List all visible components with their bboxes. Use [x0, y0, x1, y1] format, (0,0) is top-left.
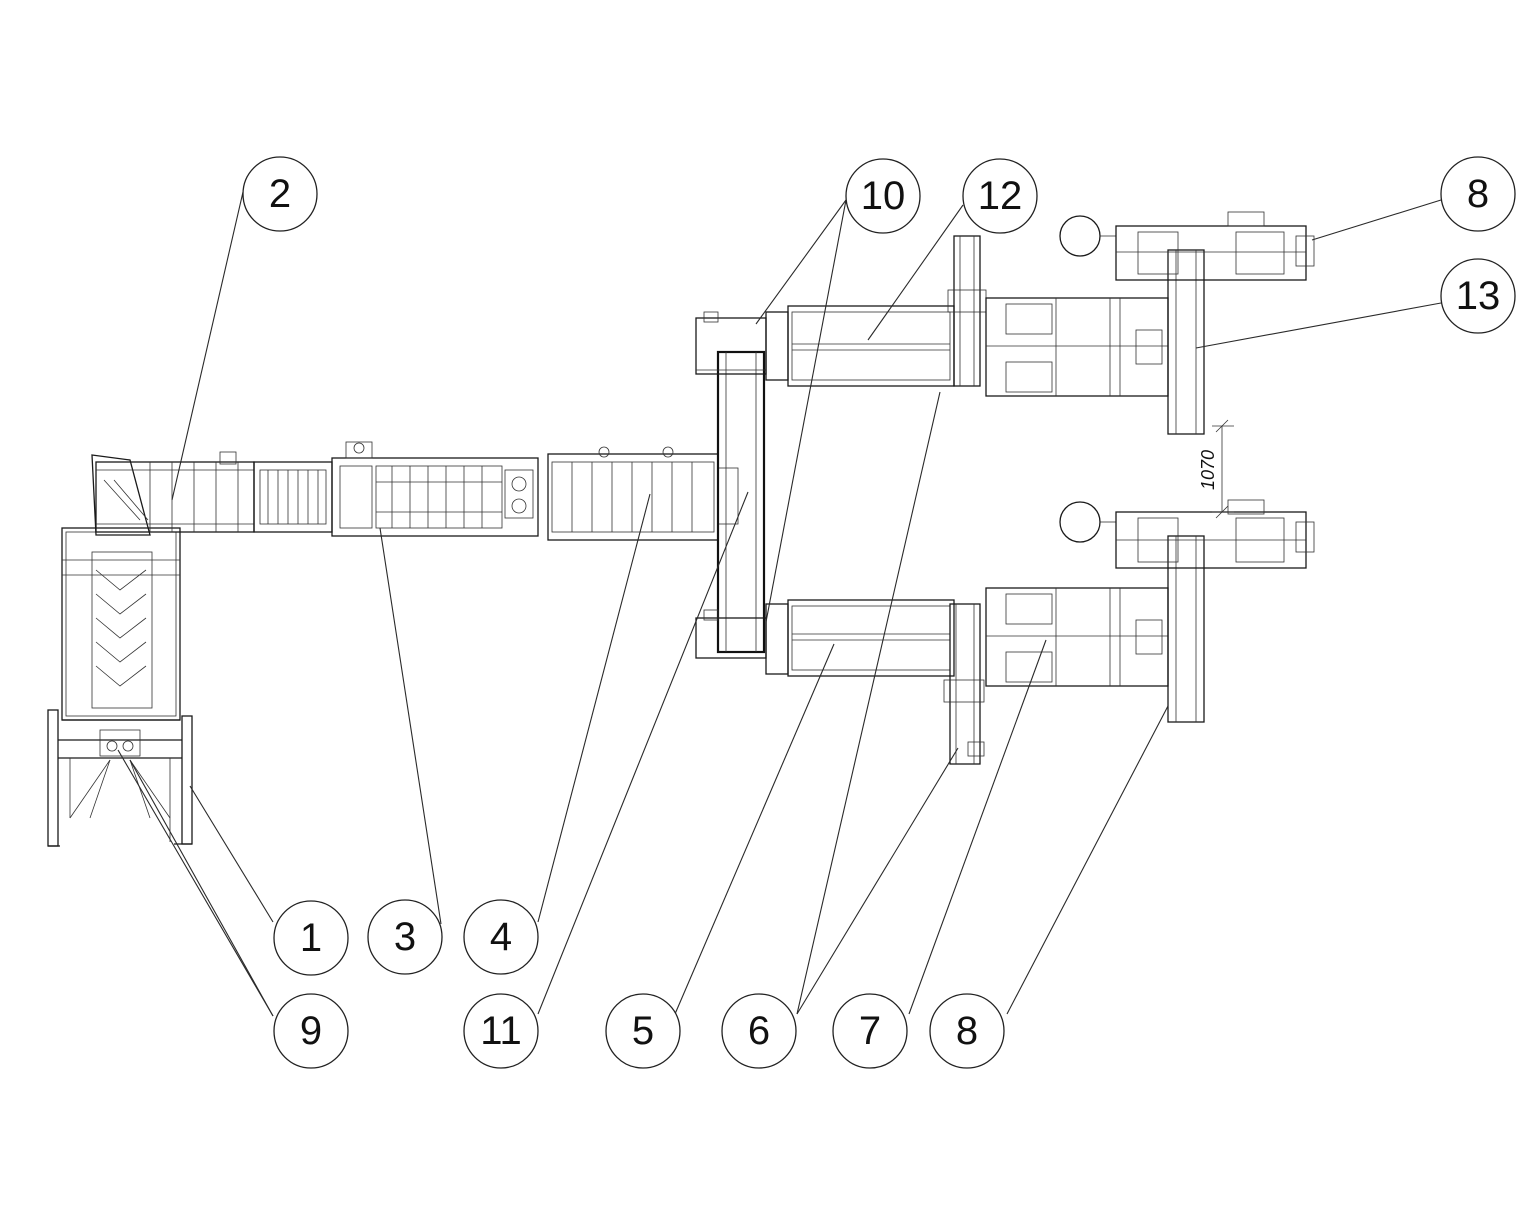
callout-2: 2 [242, 156, 318, 232]
callout-3-label: 3 [394, 915, 416, 959]
distribution-conveyor [695, 311, 767, 659]
callout-6: 6 [721, 993, 797, 1069]
dimension-1070: 1070 [1198, 419, 1234, 519]
lower-packing-unit [985, 587, 1169, 687]
callout-4-label: 4 [490, 915, 512, 959]
lower-inspection-table [765, 599, 955, 677]
callout-10-label: 10 [861, 174, 906, 218]
upper-inspection-table [765, 305, 955, 387]
callout-4: 4 [463, 899, 539, 975]
callout-12: 12 [962, 158, 1038, 234]
callout-8-bottom: 8 [929, 993, 1005, 1069]
callout-11: 11 [463, 993, 539, 1069]
callout-9-label: 9 [300, 1009, 322, 1053]
leader-lines [117, 191, 1442, 1017]
callout-13-label: 13 [1456, 274, 1501, 318]
upper-output-conveyor [1167, 249, 1205, 435]
lower-bagging-machine [1059, 499, 1315, 569]
callout-8-top: 8 [1440, 156, 1516, 232]
callout-11-label: 11 [480, 1009, 522, 1053]
callout-7-label: 7 [859, 1009, 881, 1053]
hopper-frame [47, 527, 193, 847]
callout-2-label: 2 [269, 172, 291, 216]
callout-8-top-label: 8 [1467, 172, 1489, 216]
washing-machine [253, 441, 539, 537]
upper-elevator [947, 235, 987, 387]
callout-12-label: 12 [978, 174, 1023, 218]
drying-conveyor [547, 446, 739, 541]
callout-6-label: 6 [748, 1009, 770, 1053]
callout-5: 5 [605, 993, 681, 1069]
callout-1-label: 1 [300, 916, 322, 960]
callout-1: 1 [273, 900, 349, 976]
callout-5-label: 5 [632, 1009, 654, 1053]
callout-7: 7 [832, 993, 908, 1069]
upper-packing-unit [985, 297, 1169, 397]
callout-13: 13 [1440, 258, 1516, 334]
callout-9: 9 [273, 993, 349, 1069]
upper-bagging-machine [1059, 211, 1315, 281]
callout-3: 3 [367, 899, 443, 975]
dimension-label: 1070 [1198, 450, 1218, 490]
lower-output-conveyor [1167, 535, 1205, 723]
callout-10: 10 [845, 158, 921, 234]
lower-elevator [943, 603, 985, 765]
callout-8-bottom-label: 8 [956, 1009, 978, 1053]
